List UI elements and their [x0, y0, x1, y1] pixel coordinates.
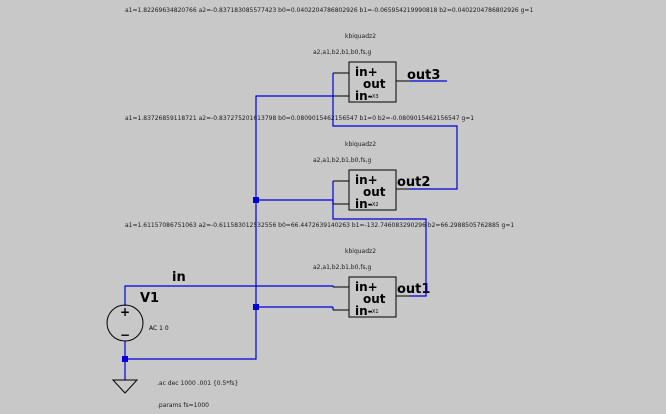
stage2-ref: X2 [372, 202, 379, 208]
stage2-block[interactable]: in+ out in- X2 [333, 169, 410, 211]
stage1-pin-out: out [363, 292, 386, 306]
stage1-pin-in-plus: in+ [355, 280, 378, 294]
in-net-label: in [172, 270, 186, 285]
ac-directive[interactable]: .ac dec 1000 .001 {0.5*fs} [157, 380, 239, 387]
junction-dot-icon [122, 356, 128, 362]
out2-label: out2 [397, 175, 430, 190]
stage1-ports: a2,a1,b2,b1,b0,fs,g [313, 264, 372, 271]
voltage-source-icon[interactable]: + − [106, 304, 144, 342]
wires[interactable] [124, 73, 458, 380]
stage2-pin-out: out [363, 185, 386, 199]
stage2-box[interactable] [348, 169, 397, 211]
wire-out2-to-stage3[interactable] [332, 73, 458, 190]
stage1-ref: X1 [372, 309, 379, 315]
stage3-ports: a2,a1,b2,b1,b0,fs,g [313, 49, 372, 56]
source-name: V1 [140, 291, 159, 306]
stage1-box[interactable] [348, 276, 397, 318]
stage2-ports: a2,a1,b2,b1,b0,fs,g [313, 157, 372, 164]
ground-symbol-icon [111, 379, 139, 394]
wire-out1-to-stage2[interactable] [332, 181, 427, 297]
params-directive[interactable]: .params fs=1000 [157, 402, 209, 409]
stage2-model: kbiquadz2 [345, 141, 376, 148]
stage3-pin-in-minus: in- [355, 89, 373, 103]
source-plus-mark: + [120, 305, 130, 319]
junction-dot-icon [253, 197, 259, 203]
stage3-ref: X3 [372, 94, 379, 100]
stage3-pin-out: out [363, 77, 386, 91]
stage3-pin-in-plus: in+ [355, 65, 378, 79]
stage3-block[interactable]: in+ out in- X3 [333, 61, 410, 103]
stage2-pin-in-minus: in- [355, 197, 373, 211]
wire-return-bus[interactable] [125, 95, 333, 360]
source-value: AC 1 0 [149, 325, 169, 332]
source-minus-mark: − [120, 328, 130, 342]
out3-label: out3 [407, 68, 440, 83]
stage1-model: kbiquadz2 [345, 248, 376, 255]
stage3-box[interactable] [348, 61, 397, 103]
wire-in-net[interactable] [124, 285, 334, 306]
stage2-params: a1=1.83726859118721 a2=-0.83727520161379… [125, 115, 474, 122]
out1-label: out1 [397, 282, 430, 297]
junction-dot-icon [253, 304, 259, 310]
source-circle[interactable] [106, 304, 144, 342]
stage1-block[interactable]: in+ out in- X1 [333, 276, 410, 318]
stage2-pin-in-plus: in+ [355, 173, 378, 187]
stage1-params: a1=1.61157086751063 a2=-0.61158301253255… [125, 222, 514, 229]
stage3-model: kbiquadz2 [345, 33, 376, 40]
stage3-params: a1=1.82269634820766 a2=-0.83718308557742… [125, 7, 533, 14]
stage1-pin-in-minus: in- [355, 304, 373, 318]
